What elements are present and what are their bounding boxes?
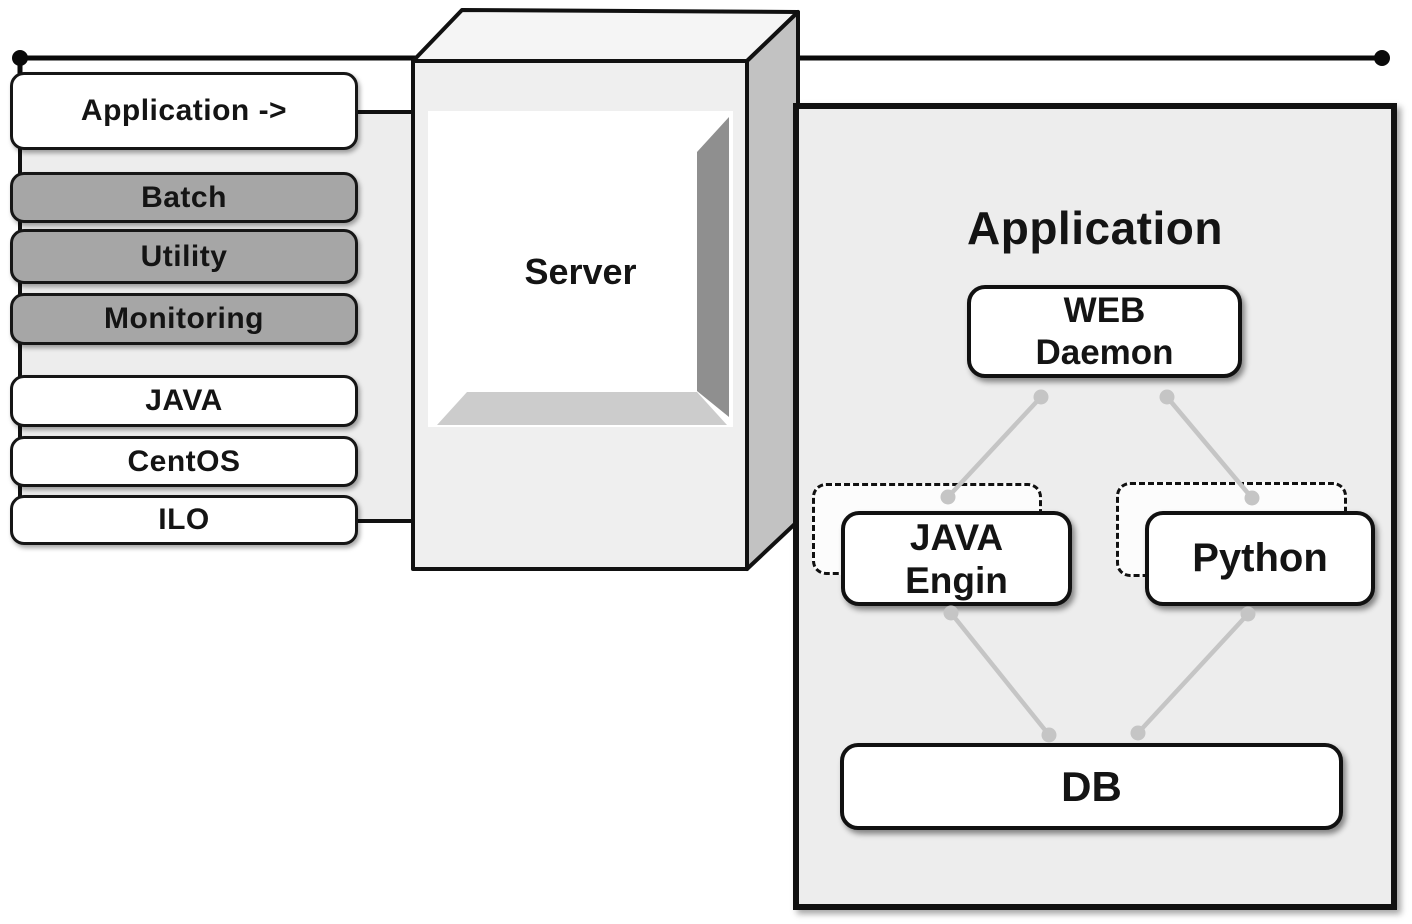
connector-dot: [1240, 606, 1256, 622]
link-python-db: [1136, 612, 1250, 735]
stack-item-utility: Utility: [10, 229, 358, 284]
connector-dot: [1159, 389, 1175, 405]
connector-dot: [1041, 727, 1057, 743]
java-engine-node: JAVA Engin: [841, 511, 1072, 606]
web-daemon-node: WEB Daemon: [967, 285, 1242, 378]
stack-item-label: ILO: [158, 503, 210, 536]
stack-item-label: Utility: [140, 239, 228, 273]
java-engine-label-line1: JAVA: [909, 516, 1004, 558]
stack-item-label: CentOS: [127, 444, 241, 478]
application-panel: Application WEB Daemon JAVA Engin Python…: [793, 103, 1397, 910]
stack-item-label: Application ->: [80, 94, 288, 127]
server-inset-floor: [437, 392, 727, 425]
bus-endpoint-dot-right: [1374, 50, 1390, 66]
db-label: DB: [1061, 762, 1122, 810]
stack-item-centos: CentOS: [10, 436, 358, 487]
stack-item-label: Batch: [141, 180, 227, 214]
stack-item-label: Monitoring: [104, 302, 264, 335]
python-node: Python: [1145, 511, 1375, 606]
web-daemon-label-line2: Daemon: [1035, 332, 1174, 372]
connector-dot: [943, 605, 959, 621]
application-panel-title: Application: [967, 202, 1223, 254]
python-label: Python: [1192, 536, 1328, 580]
server-inset-screen: [428, 111, 733, 427]
link-javaengine-db: [949, 611, 1051, 737]
bus-endpoint-dot-left: [12, 50, 28, 66]
stack-item-batch: Batch: [10, 172, 358, 223]
stack-item-application: Application ->: [10, 72, 358, 150]
server-box-top-face: [411, 8, 800, 63]
stack-item-monitoring: Monitoring: [10, 293, 358, 345]
server-label: Server: [524, 251, 637, 292]
link-webdaemon-javaengine: [946, 395, 1043, 499]
web-daemon-label-line1: WEB: [1063, 290, 1146, 330]
connector-dot: [1033, 389, 1049, 405]
db-node: DB: [840, 743, 1343, 830]
server-box-right-face: [745, 10, 800, 571]
server-inset-right-wall: [697, 117, 729, 417]
java-engine-label-line2: Engin: [905, 559, 1008, 601]
connector-dot: [1130, 725, 1146, 741]
stack-item-java: JAVA: [10, 375, 358, 427]
stack-item-ilo: ILO: [10, 495, 358, 545]
stack-item-label: JAVA: [145, 384, 223, 417]
